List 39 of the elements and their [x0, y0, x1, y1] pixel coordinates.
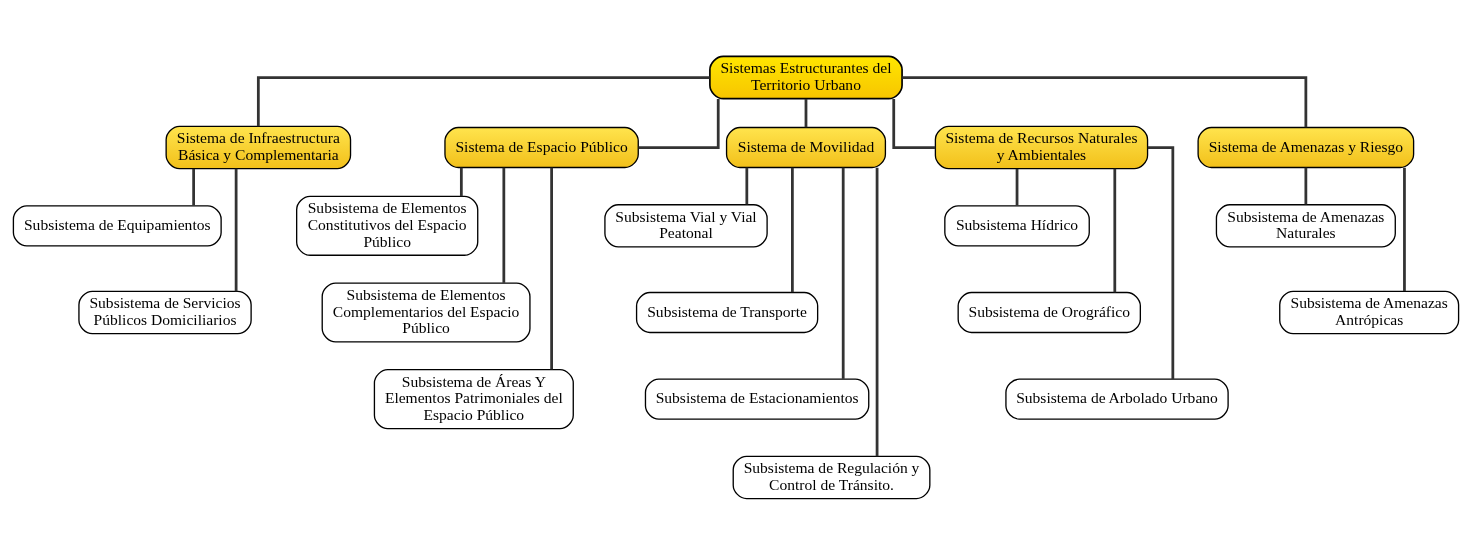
connector — [791, 167, 794, 293]
node-box: Subsistema Vial y Vial Peatonal — [604, 204, 768, 248]
node-box: Subsistema de Arbolado Urbano — [1005, 378, 1229, 420]
node-box: Sistema de Movilidad — [725, 126, 887, 169]
connector — [550, 167, 553, 370]
node-box: Sistema de Recursos Naturales y Ambientales — [934, 125, 1149, 170]
connector — [234, 168, 238, 292]
connector — [459, 167, 463, 197]
node-box: Subsistema de Estacionamientos — [644, 378, 870, 420]
node-box: Sistema de Espacio Público — [444, 126, 639, 169]
node-box: Subsistema Hídrico — [944, 205, 1090, 247]
connector — [256, 76, 710, 127]
connector — [1147, 146, 1175, 379]
node-box: Subsistema de Regulación y Control de Tránsito. — [732, 455, 931, 500]
node-box: Subsistema de Elementos Complementarios del Espacio Público — [321, 282, 531, 343]
node-box: Sistema de Infraestructura Básica y Complementaria — [165, 125, 352, 170]
connector — [1403, 167, 1406, 292]
node-box: Subsistema de Orográfico — [957, 291, 1141, 334]
node-box: Subsistema de Amenazas Naturales — [1215, 204, 1396, 248]
connector — [1304, 167, 1308, 205]
node-box: Subsistema de Elementos Constitutivos del Espacio Público — [296, 195, 479, 256]
connector — [502, 167, 506, 283]
node-box: Sistemas Estructurantes del Territorio Urbano — [709, 55, 903, 100]
connector — [638, 98, 720, 149]
node-box: Subsistema de Equipamientos — [12, 205, 222, 247]
connector — [875, 167, 879, 457]
connector — [1113, 168, 1117, 293]
connector — [1015, 168, 1019, 206]
connector — [192, 168, 195, 206]
connector — [902, 76, 1308, 128]
node-box: Subsistema de Servicios Públicos Domiciliarios — [78, 290, 252, 335]
connector — [745, 167, 749, 205]
node-box: Sistema de Amenazas y Riesgo — [1197, 126, 1415, 169]
node-box: Subsistema de Amenazas Antrópicas — [1279, 290, 1460, 335]
node-box: Subsistema de Áreas Y Elementos Patrimoniales del Espacio Público — [373, 369, 574, 430]
connector — [841, 167, 845, 379]
connector — [804, 98, 808, 128]
node-box: Subsistema de Transporte — [635, 291, 819, 334]
connector — [892, 98, 936, 149]
